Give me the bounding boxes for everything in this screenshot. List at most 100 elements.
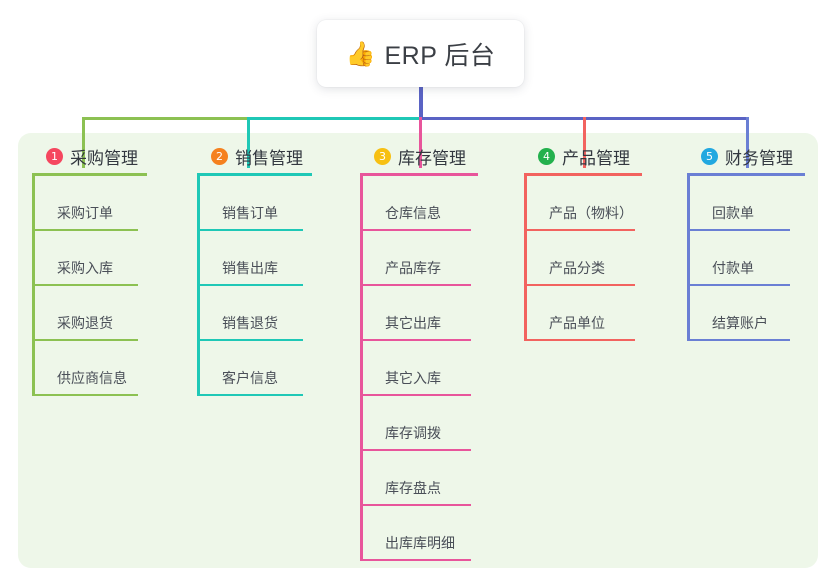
column-items: 采购订单采购入库采购退货供应商信息 [32,176,172,396]
column-items: 产品（物料） 产品分类产品单位 [524,176,664,341]
list-item-underline [690,339,790,341]
list-item-underline [35,229,138,231]
column-header-2[interactable]: 2 销售管理 [197,143,337,169]
column-title-label: 销售管理 [235,148,303,168]
list-item-label: 采购订单 [57,205,113,221]
thumbs-up-icon: 👍 [345,39,376,68]
stub-inventory [419,117,422,168]
list-item-label: 供应商信息 [57,370,127,386]
list-item-underline [363,284,471,286]
list-item-underline [527,229,635,231]
column-underline [360,173,478,176]
list-item-label: 其它入库 [385,370,441,386]
column-title-label: 库存管理 [398,148,466,168]
list-item[interactable]: 销售出库 [200,231,337,286]
list-item-label: 出库库明细 [385,535,455,551]
list-item-label: 销售订单 [222,205,278,221]
list-item[interactable]: 客户信息 [200,341,337,396]
list-item[interactable]: 供应商信息 [35,341,172,396]
column-header-4[interactable]: 4 产品管理 [524,143,664,169]
column-number-badge: 4 [538,147,555,165]
column-title-label: 财务管理 [725,148,793,168]
list-item-label: 产品（物料） [549,205,633,221]
diagram-panel [18,133,818,568]
list-item[interactable]: 销售退货 [200,286,337,341]
list-item-label: 销售退货 [222,315,278,331]
list-item[interactable]: 其它入库 [363,341,500,396]
list-item[interactable]: 库存调拨 [363,396,500,451]
column-vertical-connector [524,176,527,341]
column-underline [687,173,805,176]
list-item[interactable]: 库存盘点 [363,451,500,506]
column-header-1[interactable]: 1 采购管理 [32,143,172,169]
column-header-3[interactable]: 3 库存管理 [360,143,500,169]
list-item-underline [690,229,790,231]
column-underline [524,173,642,176]
column-underline [32,173,147,176]
segment-sales [247,117,419,120]
list-item[interactable]: 其它出库 [363,286,500,341]
list-item-label: 结算账户 [712,315,768,331]
list-item-label: 库存调拨 [385,425,441,441]
list-item-underline [35,394,138,396]
column-4: 4 产品管理产品（物料） 产品分类产品单位 [524,143,664,341]
list-item[interactable]: 产品库存 [363,231,500,286]
list-item-underline [363,449,471,451]
list-item[interactable]: 产品分类 [527,231,664,286]
column-items: 回款单付款单结算账户 [687,176,827,341]
segment-purchase [82,117,247,120]
list-item-underline [363,229,471,231]
column-underline [197,173,312,176]
list-item[interactable]: 采购退货 [35,286,172,341]
list-item-label: 产品单位 [549,315,605,331]
list-item[interactable]: 出库库明细 [363,506,500,561]
list-item-underline [200,394,303,396]
list-item-underline [527,339,635,341]
list-item[interactable]: 采购订单 [35,176,172,231]
column-1: 1 采购管理采购订单采购入库采购退货供应商信息 [32,143,172,396]
root-title-label: ERP 后台 [384,41,496,70]
list-item-underline [690,284,790,286]
column-items: 仓库信息产品库存其它出库其它入库库存调拨库存盘点出库库明细 [360,176,500,561]
list-item-underline [363,394,471,396]
list-item-underline [363,559,471,561]
list-item[interactable]: 结算账户 [690,286,827,341]
stub-sales [247,117,250,168]
list-item-label: 其它出库 [385,315,441,331]
list-item[interactable]: 销售订单 [200,176,337,231]
column-title-label: 采购管理 [70,148,138,168]
column-vertical-connector [197,176,200,396]
list-item-label: 产品分类 [549,260,605,276]
list-item-label: 产品库存 [385,260,441,276]
list-item[interactable]: 回款单 [690,176,827,231]
stub-purchase [82,117,85,168]
list-item-label: 销售出库 [222,260,278,276]
segment-right [419,117,746,120]
list-item-underline [200,284,303,286]
list-item-label: 采购退货 [57,315,113,331]
list-item-label: 库存盘点 [385,480,441,496]
stub-finance [746,117,749,168]
list-item[interactable]: 产品（物料） [527,176,664,231]
list-item[interactable]: 产品单位 [527,286,664,341]
column-title-label: 产品管理 [562,148,630,168]
list-item-label: 仓库信息 [385,205,441,221]
column-3: 3 库存管理仓库信息产品库存其它出库其它入库库存调拨库存盘点出库库明细 [360,143,500,561]
list-item-underline [35,339,138,341]
column-number-badge: 1 [46,147,63,165]
list-item-underline [527,284,635,286]
column-vertical-connector [360,176,363,561]
list-item[interactable]: 付款单 [690,231,827,286]
list-item[interactable]: 仓库信息 [363,176,500,231]
root-title-card[interactable]: 👍 ERP 后台 [317,20,524,87]
list-item-label: 回款单 [712,205,754,221]
column-number-badge: 3 [374,147,391,165]
list-item-label: 付款单 [712,260,754,276]
list-item-underline [363,339,471,341]
column-number-badge: 2 [211,147,228,165]
list-item-underline [35,284,138,286]
list-item[interactable]: 采购入库 [35,231,172,286]
